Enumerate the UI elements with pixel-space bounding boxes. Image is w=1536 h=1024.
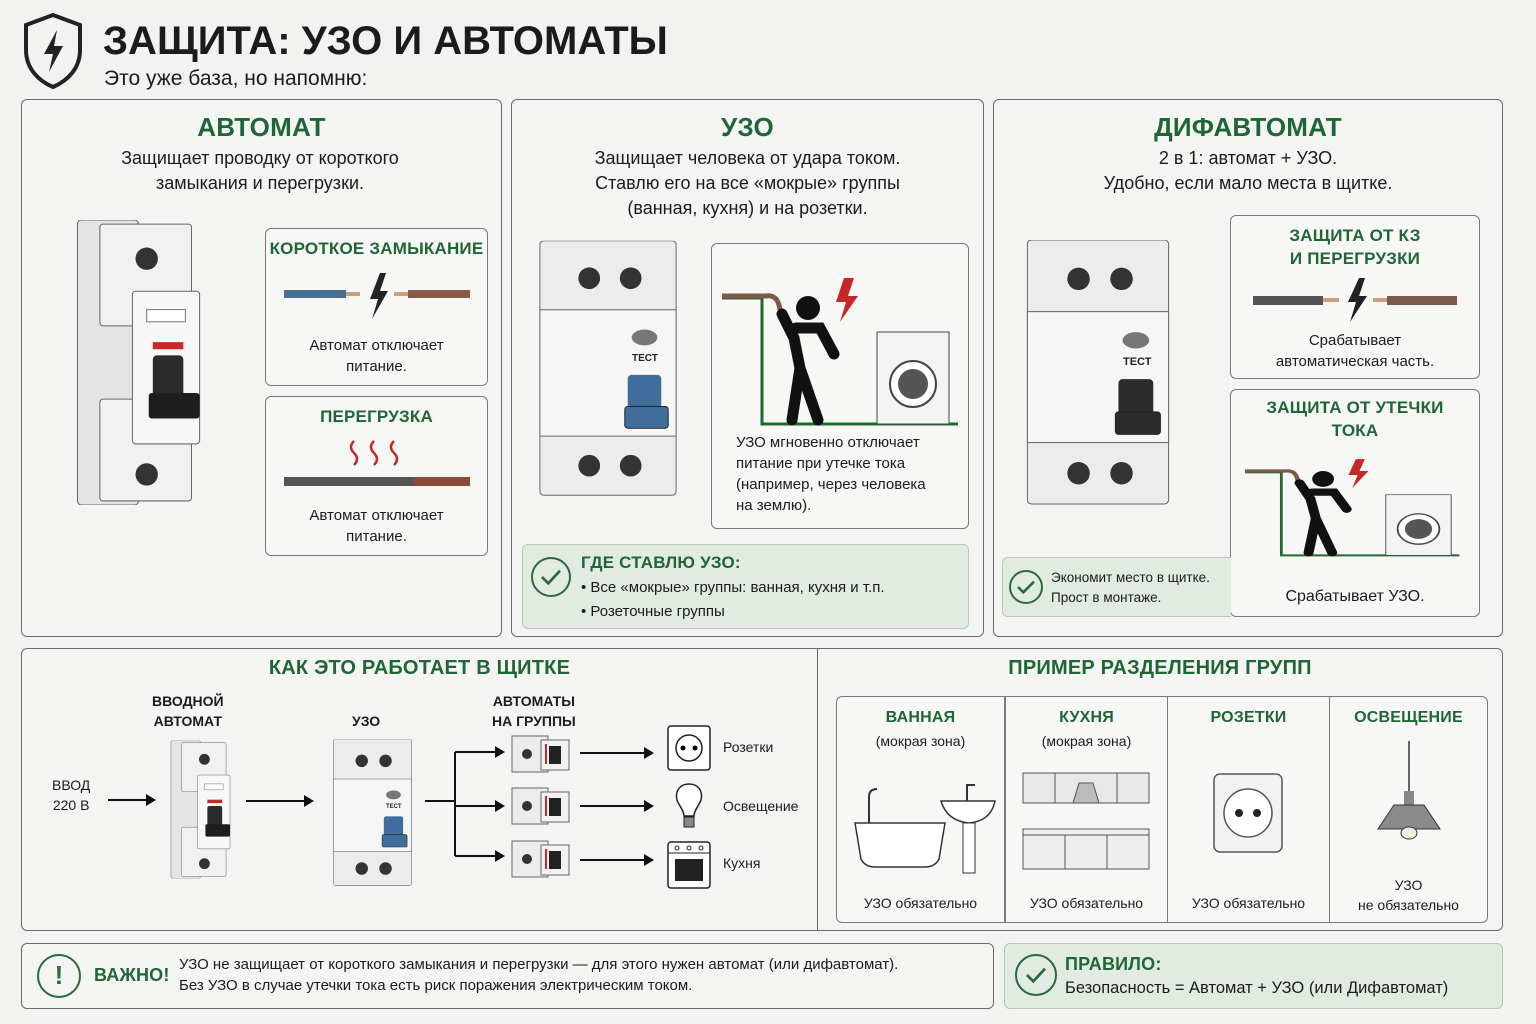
card-title: ОСВЕЩЕНИЕ: [1354, 709, 1463, 726]
rcd-image: [330, 739, 415, 887]
leak-protection-text: Срабатывает УЗО.: [1285, 588, 1425, 605]
list-item: • Все «мокрые» группы: ванная, кухня и т…: [581, 579, 885, 596]
benefits-text: Экономит место в щитке.Прост в монтаже.: [1051, 570, 1210, 605]
arrow-right-icon: [580, 747, 654, 759]
difavtomat-description: 2 в 1: автомат + УЗО.Удобно, если мало м…: [1103, 148, 1393, 193]
output-label-lighting: Освещение: [723, 798, 799, 814]
test-button-label: ТЕСТ: [1123, 356, 1152, 368]
output-label-kitchen: Кухня: [723, 855, 761, 871]
groups-section: ПРИМЕР РАЗДЕЛЕНИЯ ГРУПП ВАННАЯ (мокрая з…: [817, 648, 1503, 931]
pendant-lamp-icon: [1377, 741, 1441, 840]
test-button-label: ТЕСТ: [632, 353, 658, 364]
card-title: КУХНЯ: [1059, 709, 1114, 726]
group-card-bathroom: ВАННАЯ (мокрая зона) УЗО обязательно: [836, 696, 1005, 923]
group-breaker-image: [511, 839, 571, 879]
electric-shock-illustration: [1245, 446, 1463, 558]
kitchen-icon: [1022, 772, 1150, 870]
uzo-panel: УЗО Защищает человека от удара током.Ста…: [511, 99, 984, 637]
rule-text: Безопасность = Автомат + УЗО (или Дифавт…: [1065, 979, 1449, 997]
arrow-right-icon: [246, 795, 314, 807]
uzo-description: Защищает человека от удара током.Ставлю …: [594, 148, 901, 218]
short-circuit-title: КОРОТКОЕ ЗАМЫКАНИЕ: [269, 239, 484, 258]
difavtomat-panel: ДИФАВТОМАТ 2 в 1: автомат + УЗО.Удобно, …: [993, 99, 1503, 637]
card-title: ВАННАЯ: [885, 709, 956, 726]
page-title: ЗАЩИТА: УЗО И АВТОМАТЫ: [103, 19, 668, 63]
socket-icon: [1213, 773, 1283, 853]
overheating-wire-icon: [284, 440, 470, 486]
group-breaker-image: [511, 786, 571, 826]
page-subtitle: Это уже база, но напомню:: [104, 67, 368, 90]
where-install-title: ГДЕ СТАВЛЮ УЗО:: [581, 553, 741, 572]
automat-title: АВТОМАТ: [197, 112, 326, 142]
rcd-label: УЗО: [352, 713, 381, 729]
check-circle-icon: [1015, 954, 1057, 996]
stove-icon: [667, 841, 711, 889]
where-install-list: • Все «мокрые» группы: ванная, кухня и т…: [581, 577, 885, 622]
groups-title: ПРИМЕР РАЗДЕЛЕНИЯ ГРУПП: [1008, 657, 1312, 679]
warning-box: ! ВАЖНО! УЗО не защищает от короткого за…: [21, 943, 994, 1009]
light-bulb-icon: [675, 783, 703, 828]
warning-label: ВАЖНО!: [94, 965, 170, 985]
test-button-label: ТЕСТ: [386, 804, 402, 810]
card-status: УЗО обязательно: [863, 895, 978, 911]
arrow-right-icon: [580, 800, 654, 812]
rcd-device-image: [534, 240, 682, 498]
short-circuit-wire-icon: [1253, 278, 1457, 322]
shield-lightning-icon: [22, 12, 84, 90]
arrow-right-icon: [108, 794, 156, 806]
where-install-box: ГДЕ СТАВЛЮ УЗО: • Все «мокрые» группы: в…: [522, 544, 969, 629]
check-circle-icon: [1009, 570, 1043, 604]
card-status: УЗО обязательно: [1029, 895, 1144, 911]
rule-title: ПРАВИЛО:: [1065, 954, 1162, 974]
rule-box: ПРАВИЛО: Безопасность = Автомат + УЗО (и…: [1004, 943, 1503, 1009]
arrow-right-icon: [580, 854, 654, 866]
bathtub-sink-icon: [854, 784, 996, 874]
electric-shock-illustration: [722, 258, 962, 428]
card-title: РОЗЕТКИ: [1210, 709, 1287, 726]
group-breaker-image: [511, 734, 571, 774]
difavtomat-title: ДИФАВТОМАТ: [1154, 112, 1342, 142]
check-circle-icon: [531, 557, 571, 597]
automat-panel: АВТОМАТ Защищает проводку от короткого з…: [21, 99, 502, 637]
panel-flow-title: КАК ЭТО РАБОТАЕТ В ЩИТКЕ: [268, 657, 571, 679]
rcbo-device-image: [1014, 240, 1182, 506]
branch-arrows: [425, 746, 505, 862]
automat-description: Защищает проводку от короткого замыкания…: [22, 146, 498, 196]
overload-title: ПЕРЕГРУЗКА: [320, 407, 433, 426]
uzo-title: УЗО: [721, 112, 774, 142]
group-card-sockets: РОЗЕТКИ УЗО обязательно: [1167, 696, 1330, 923]
exclamation-circle-icon: !: [37, 954, 81, 998]
circuit-breaker-image: [68, 220, 203, 505]
card-status: УЗО обязательно: [1191, 895, 1306, 911]
group-card-kitchen: КУХНЯ (мокрая зона) УЗО обязательно: [1005, 696, 1168, 923]
card-note: (мокрая зона): [1041, 733, 1132, 749]
main-breaker-image: [167, 737, 231, 882]
desc-line: Защищает проводку от короткого: [121, 148, 399, 168]
warning-text: УЗО не защищает от короткого замыкания и…: [179, 956, 899, 994]
socket-icon: [667, 725, 711, 771]
card-note: (мокрая зона): [875, 733, 966, 749]
desc-line: замыкания и перегрузки.: [156, 173, 364, 193]
short-circuit-wire-icon: [284, 273, 470, 319]
benefits-box: Экономит место в щитке.Прост в монтаже.: [1002, 557, 1231, 617]
output-label-sockets: Розетки: [723, 739, 774, 755]
list-item: • Розеточные группы: [581, 603, 725, 620]
